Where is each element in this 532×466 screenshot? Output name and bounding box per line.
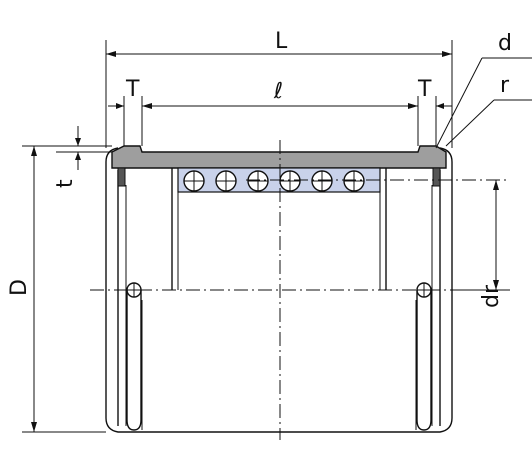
dimension-L: L bbox=[105, 29, 453, 148]
retaining-clip-left bbox=[126, 282, 142, 431]
label-r: r bbox=[500, 73, 510, 98]
dimension-T-left: T bbox=[108, 77, 140, 109]
dimension-t: t bbox=[53, 126, 112, 188]
retaining-ring-left bbox=[117, 167, 126, 187]
balls bbox=[183, 170, 365, 192]
dimension-dr: dr bbox=[452, 180, 510, 308]
label-T-left: T bbox=[125, 77, 140, 102]
label-T-right: T bbox=[417, 77, 432, 102]
bushing-body bbox=[105, 147, 453, 433]
label-t: t bbox=[53, 179, 78, 188]
dimension-T-right: T bbox=[417, 77, 452, 109]
label-ell: ℓ bbox=[273, 79, 283, 104]
dimension-D: D bbox=[7, 145, 106, 433]
retaining-clip-right bbox=[416, 282, 432, 431]
leader-d: d bbox=[435, 31, 532, 149]
label-d: d bbox=[498, 31, 512, 56]
leader-r: r bbox=[445, 73, 532, 147]
label-L: L bbox=[275, 29, 288, 54]
top-wall-section bbox=[111, 145, 447, 169]
label-D: D bbox=[7, 279, 32, 296]
label-dr: dr bbox=[479, 284, 504, 308]
dimension-ell: ℓ bbox=[123, 79, 437, 146]
retaining-ring-right bbox=[432, 167, 441, 187]
